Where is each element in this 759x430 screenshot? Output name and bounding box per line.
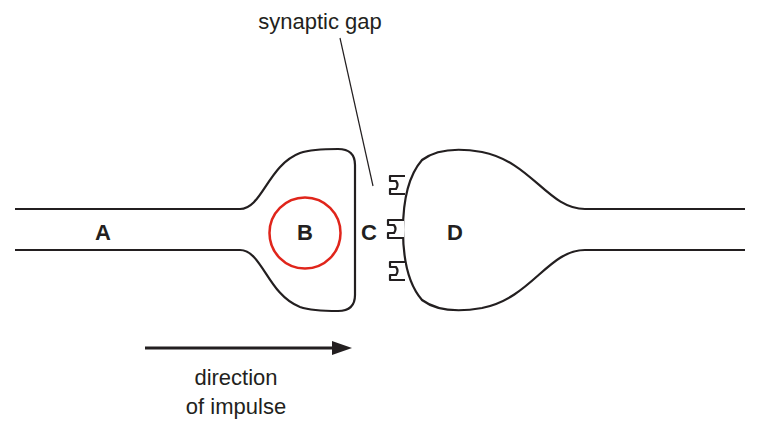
receptor — [390, 176, 405, 194]
postsynaptic-neuron — [403, 150, 745, 310]
presynaptic-neuron — [15, 149, 355, 311]
circle-marker: B — [268, 196, 342, 270]
receptor — [388, 220, 404, 238]
part-letter: D — [447, 219, 463, 248]
part-label: synaptic gap — [258, 8, 382, 37]
circle-outline-shape — [269, 197, 340, 268]
leader-line — [340, 38, 373, 186]
receptor — [390, 262, 405, 280]
impulse-arrow — [145, 347, 336, 350]
part-letter: C — [361, 219, 377, 248]
arrow-label: direction of impulse — [184, 364, 288, 421]
arrowhead — [332, 341, 352, 355]
part-letter: A — [95, 219, 111, 248]
node-letter: B — [297, 220, 313, 246]
